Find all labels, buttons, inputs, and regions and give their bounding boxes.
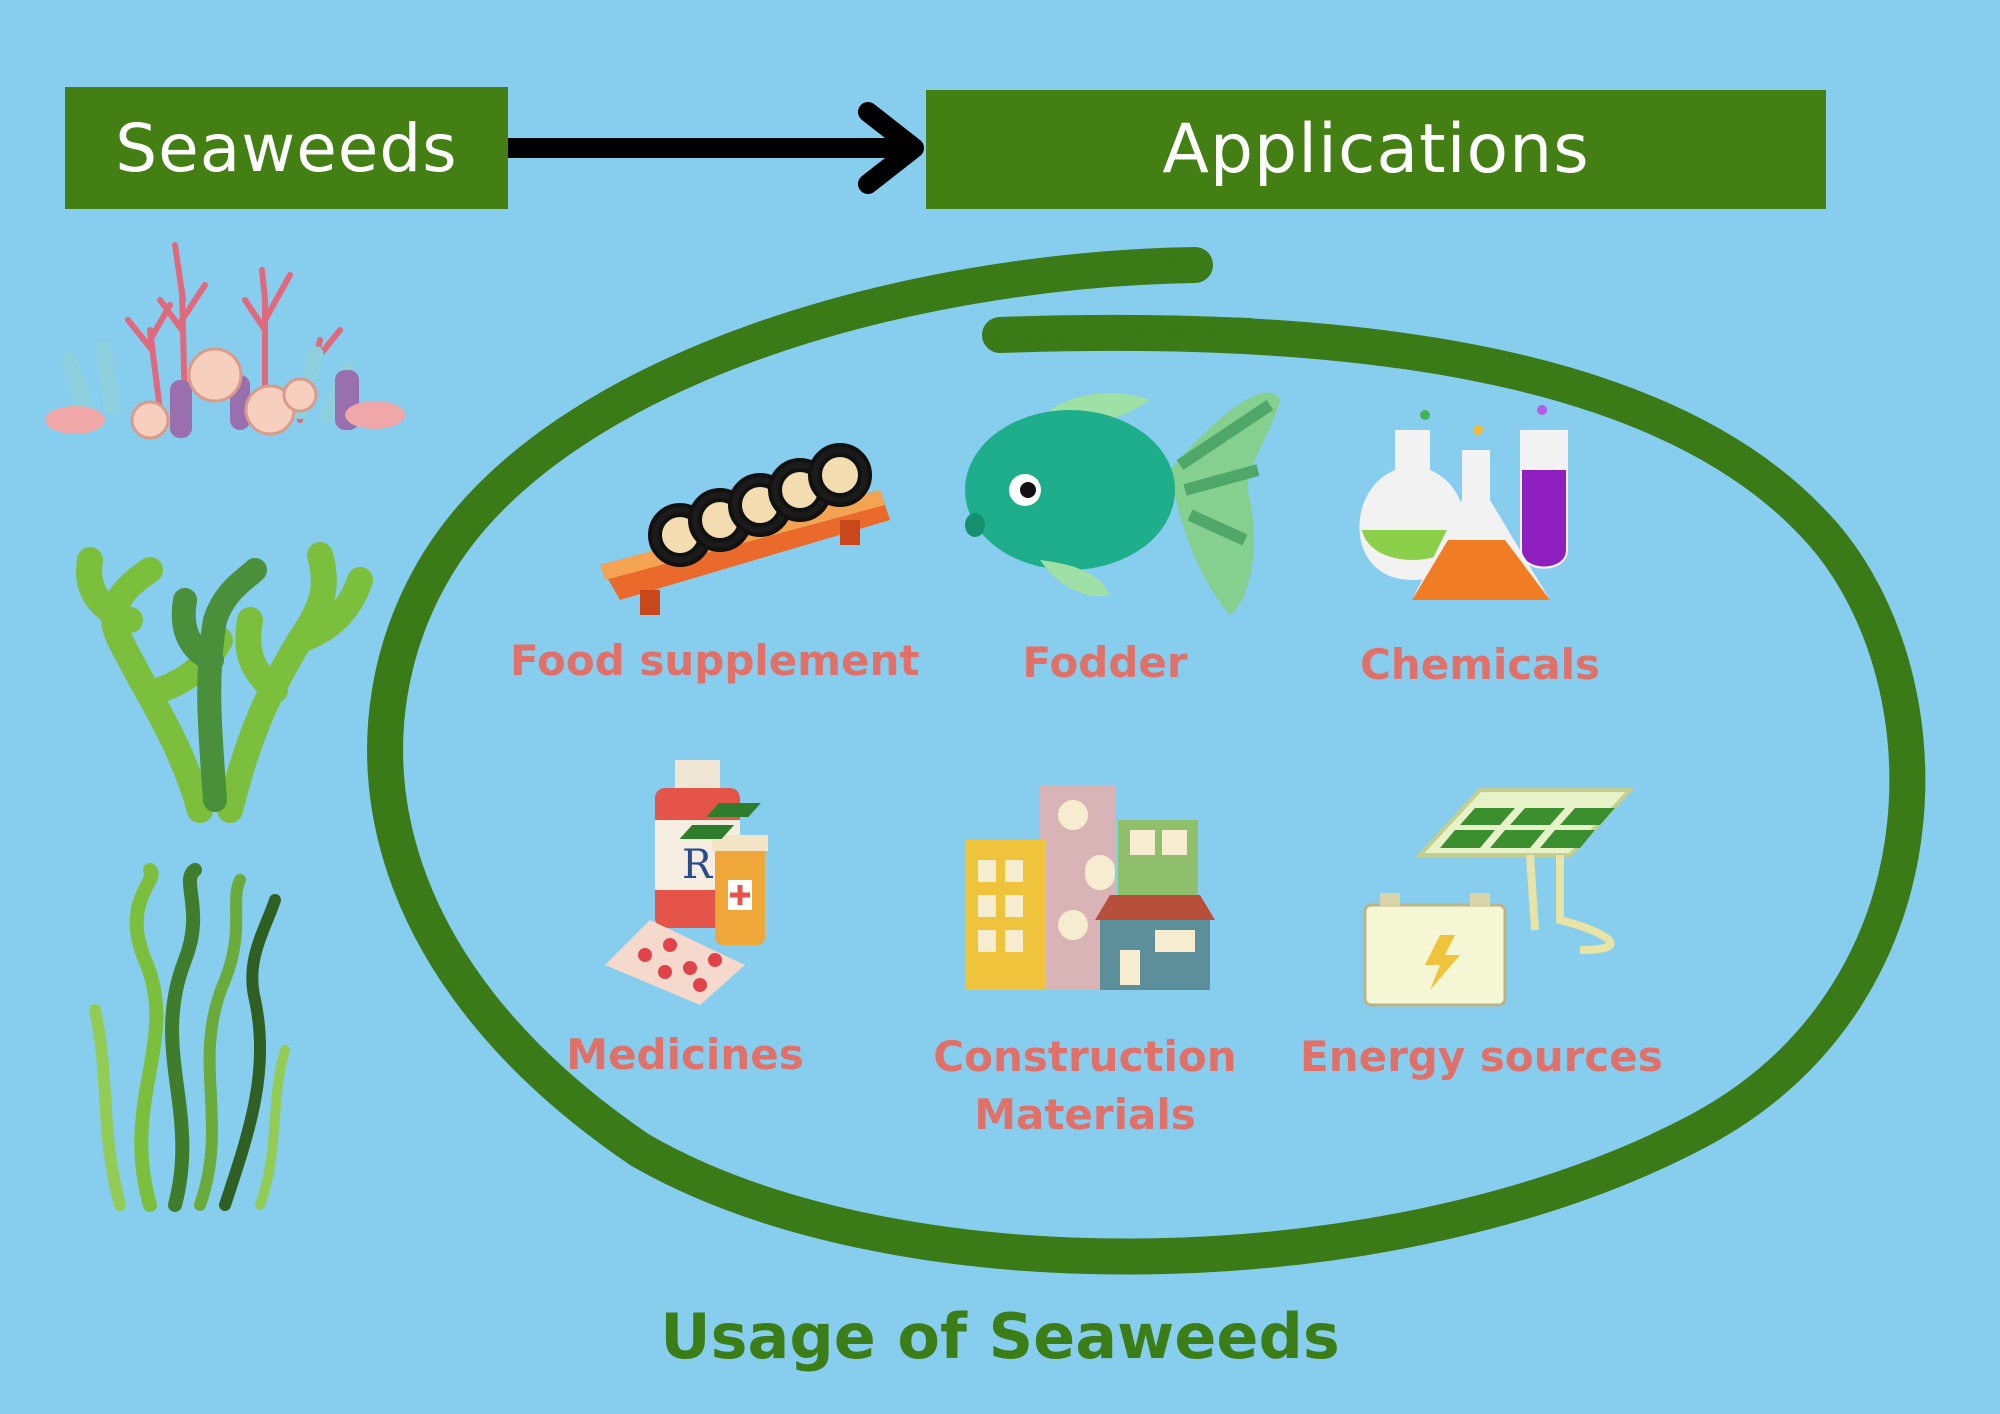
label-energy-sources: Energy sources: [1300, 1032, 1663, 1081]
fish-icon: [965, 392, 1280, 615]
label-fodder: Fodder: [1022, 638, 1188, 687]
branching-seaweed-illustration: [76, 542, 373, 823]
label-food-supplement: Food supplement: [510, 636, 920, 685]
applications-box: Applications: [926, 90, 1826, 209]
ring-outline: [367, 247, 1926, 1275]
seaweeds-box-label: Seaweeds: [115, 109, 458, 187]
coral-reef-illustration: [45, 242, 405, 440]
medicine-bottles-icon: R: [605, 760, 768, 1005]
label-medicines: Medicines: [566, 1030, 804, 1079]
label-construction-line1: Construction: [933, 1032, 1237, 1081]
label-construction-materials: Construction Materials: [900, 1028, 1270, 1144]
lab-flasks-icon: [1359, 405, 1568, 600]
label-chemicals: Chemicals: [1359, 640, 1600, 689]
diagram-caption: Usage of Seaweeds: [660, 1300, 1340, 1373]
kelp-illustration: [89, 863, 290, 1212]
seaweeds-box: Seaweeds: [65, 87, 508, 209]
solar-panel-icon: [679, 788, 1635, 1007]
arrow-icon: [508, 102, 924, 194]
applications-box-label: Applications: [1162, 110, 1590, 189]
label-construction-line2: Materials: [974, 1090, 1196, 1139]
buildings-icon: [965, 785, 1215, 990]
svg-text:R: R: [682, 842, 714, 888]
sushi-icon: [600, 443, 890, 615]
